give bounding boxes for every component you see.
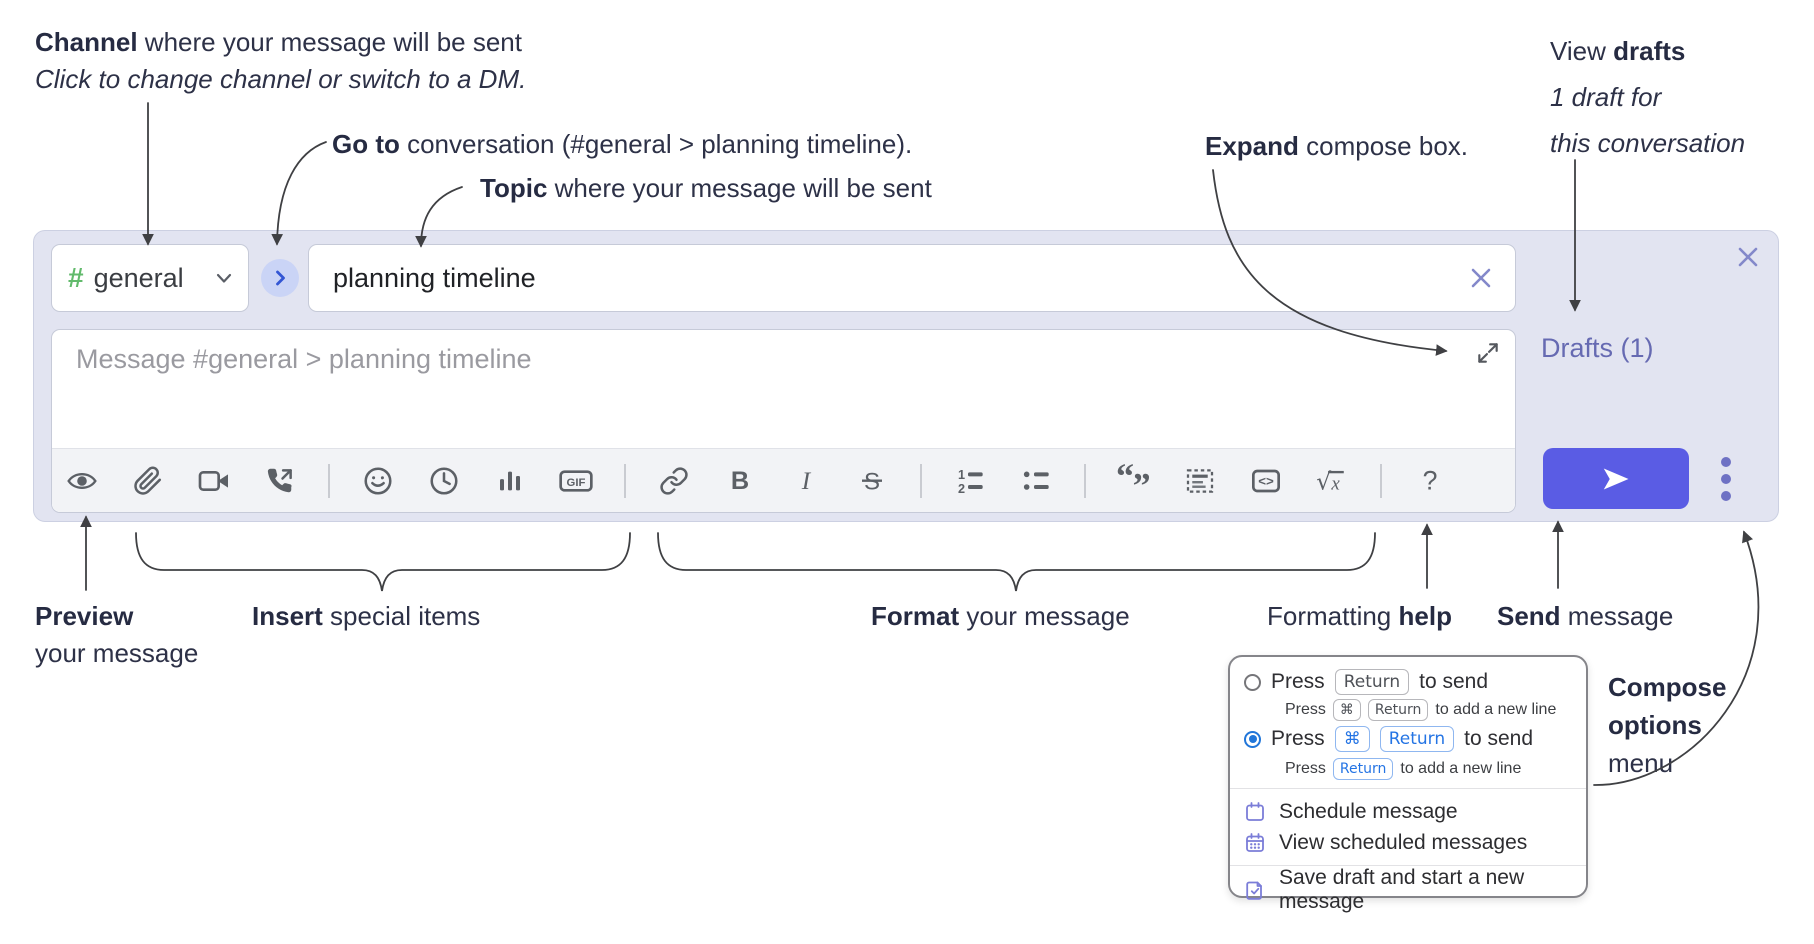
attach-file-icon[interactable] — [130, 463, 166, 499]
compose-box: # general planning timeline Message #gen… — [33, 230, 1779, 522]
popup-divider — [1230, 788, 1586, 789]
topic-input[interactable]: planning timeline — [308, 244, 1516, 312]
channel-selector[interactable]: # general — [51, 244, 249, 312]
annotation-preview: Preview your message — [35, 601, 199, 668]
calendar-icon — [1246, 801, 1264, 821]
insert-items-brace — [135, 532, 631, 592]
annotation-formatting-help: Formatting help — [1267, 601, 1452, 631]
topic-input-value: planning timeline — [333, 262, 536, 293]
drafts-link[interactable]: Drafts (1) — [1541, 333, 1654, 363]
clear-topic-icon[interactable] — [1467, 264, 1495, 292]
message-box: Message #general > planning timeline — [51, 329, 1516, 513]
annotation-insert: Insert special items — [252, 601, 481, 631]
svg-text:GIF: GIF — [567, 477, 586, 489]
svg-text:x: x — [1330, 473, 1340, 494]
toolbar-divider — [1084, 463, 1086, 498]
svg-text:√: √ — [1316, 467, 1331, 495]
global-time-icon[interactable] — [426, 463, 462, 499]
menu-item-view-scheduled-messages[interactable]: View scheduled messages — [1230, 827, 1586, 858]
toolbar-divider — [920, 463, 922, 498]
svg-text:“: “ — [1116, 464, 1134, 496]
save-draft-icon — [1246, 881, 1262, 900]
format-message-brace — [657, 532, 1376, 592]
annotation-compose-options: Compose options menu — [1608, 672, 1727, 778]
gif-icon[interactable]: GIF — [558, 463, 594, 499]
annotation-channel-line2: Click to change channel or switch to a D… — [35, 64, 527, 94]
menu-item-save-draft[interactable]: Save draft and start a new message — [1230, 866, 1586, 913]
send-option-cmd-return[interactable]: Press ⌘ Return to send — [1230, 722, 1586, 756]
go-to-conversation-button[interactable] — [261, 259, 299, 297]
goto-pointer-line — [271, 141, 327, 246]
popup-divider — [1230, 865, 1586, 866]
send-option-return-sub: Press ⌘ Return to add a new line — [1230, 697, 1586, 722]
math-icon[interactable]: √x — [1314, 463, 1350, 499]
send-option-cmd-return-sub: Press Return to add a new line — [1230, 756, 1586, 781]
toolbar-divider — [624, 463, 626, 498]
key-cmd: ⌘ — [1334, 726, 1370, 752]
calendar-grid-icon — [1246, 832, 1264, 852]
compose-options-menu-icon[interactable] — [1714, 457, 1738, 501]
bulleted-list-icon[interactable] — [1018, 463, 1054, 499]
key-return: Return — [1379, 726, 1455, 752]
svg-text:2: 2 — [958, 482, 965, 496]
svg-text:I: I — [801, 467, 812, 495]
close-compose-icon[interactable] — [1734, 243, 1762, 271]
annotation-drafts: View drafts 1 draft for this conversatio… — [1550, 36, 1746, 158]
menu-item-schedule-message[interactable]: Schedule message — [1230, 796, 1586, 827]
chevron-down-icon — [216, 273, 232, 283]
key-cmd: ⌘ — [1332, 698, 1361, 721]
expand-compose-icon[interactable] — [1475, 340, 1501, 366]
key-return: Return — [1334, 669, 1410, 695]
italic-icon[interactable]: I — [788, 463, 824, 499]
audio-call-icon[interactable] — [262, 463, 298, 499]
send-plane-icon — [1603, 468, 1629, 489]
quote-icon[interactable]: “” — [1116, 463, 1152, 499]
svg-text:S: S — [864, 468, 880, 495]
bold-icon[interactable]: B — [722, 463, 758, 499]
message-input[interactable]: Message #general > planning timeline — [76, 344, 532, 374]
svg-text:?: ? — [1423, 465, 1438, 495]
annotation-expand: Expand compose box. — [1205, 131, 1469, 161]
annotation-format: Format your message — [871, 601, 1130, 631]
send-button[interactable] — [1543, 448, 1689, 509]
key-return: Return — [1332, 757, 1394, 780]
svg-text:B: B — [731, 467, 749, 495]
emoji-icon[interactable] — [360, 463, 396, 499]
chevron-right-icon — [275, 270, 285, 286]
svg-text:<>: <> — [1258, 473, 1274, 488]
code-icon[interactable]: <> — [1248, 463, 1284, 499]
strikethrough-icon[interactable]: S — [854, 463, 890, 499]
key-return: Return — [1367, 698, 1429, 721]
message-formatting-help-icon[interactable]: ? — [1412, 463, 1448, 499]
link-icon[interactable] — [656, 463, 692, 499]
channel-hash-icon: # — [68, 262, 84, 293]
annotation-send: Send message — [1497, 601, 1674, 631]
toolbar-divider — [328, 463, 330, 498]
radio-selected-icon[interactable] — [1244, 730, 1261, 748]
video-call-icon[interactable] — [196, 463, 232, 499]
preview-eye-icon[interactable] — [64, 463, 100, 499]
annotation-goto: Go to conversation (#general > planning … — [332, 129, 913, 159]
send-option-return[interactable]: Press Return to send — [1230, 667, 1586, 697]
poll-icon[interactable] — [492, 463, 528, 499]
svg-text:”: ” — [1133, 465, 1151, 497]
spoiler-icon[interactable] — [1182, 463, 1218, 499]
radio-unselected-icon[interactable] — [1244, 673, 1261, 691]
svg-text:1: 1 — [958, 468, 965, 482]
channel-selector-label: general — [93, 262, 184, 293]
compose-options-popup: Press Return to send Press ⌘ Return to a… — [1228, 655, 1588, 913]
toolbar-divider — [1380, 463, 1382, 498]
annotation-channel-bold: Channel — [35, 27, 138, 57]
annotation-topic: Topic where your message will be sent — [480, 173, 932, 203]
annotation-channel: Channel where your message will be sent … — [35, 24, 526, 98]
